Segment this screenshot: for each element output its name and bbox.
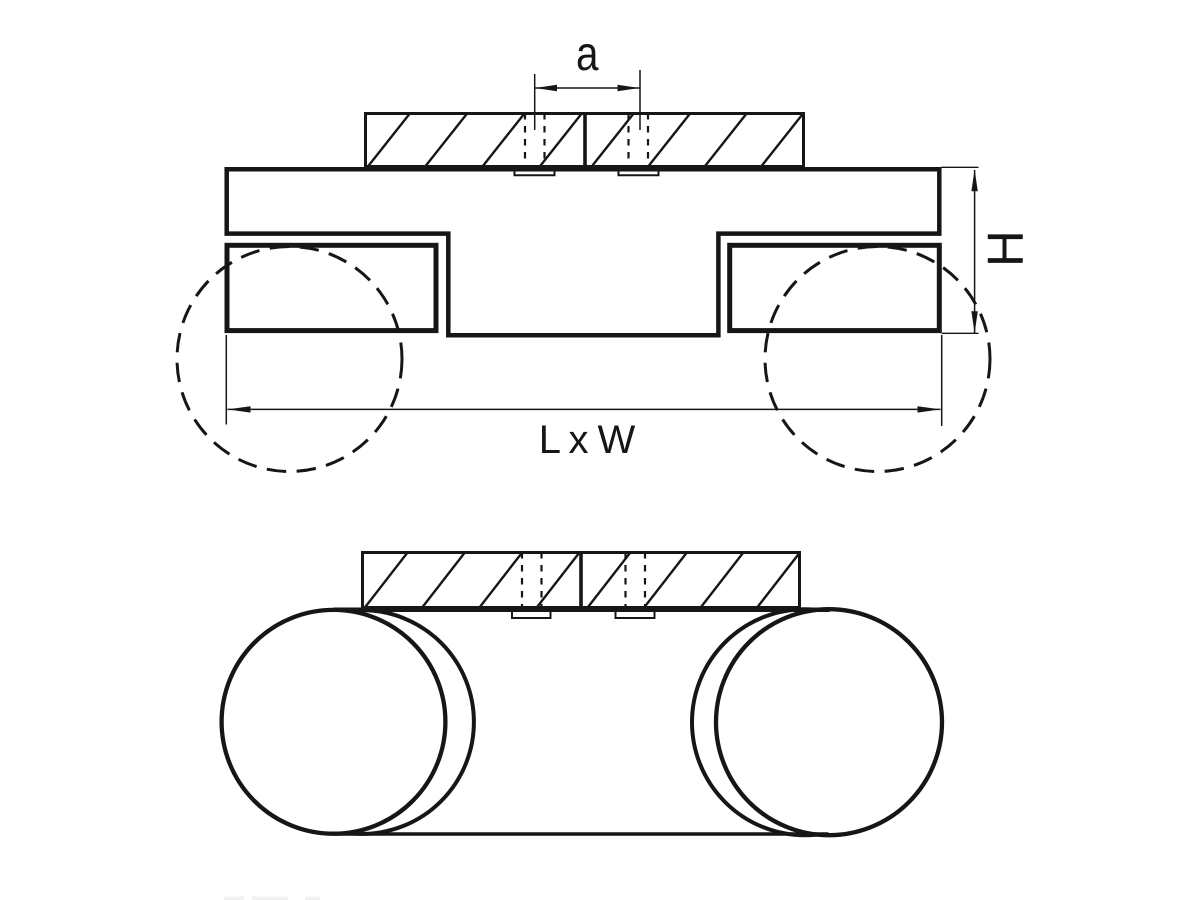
svg-text:a: a — [576, 28, 599, 81]
svg-text:L x W: L x W — [539, 418, 636, 462]
svg-text:H: H — [977, 230, 1034, 267]
